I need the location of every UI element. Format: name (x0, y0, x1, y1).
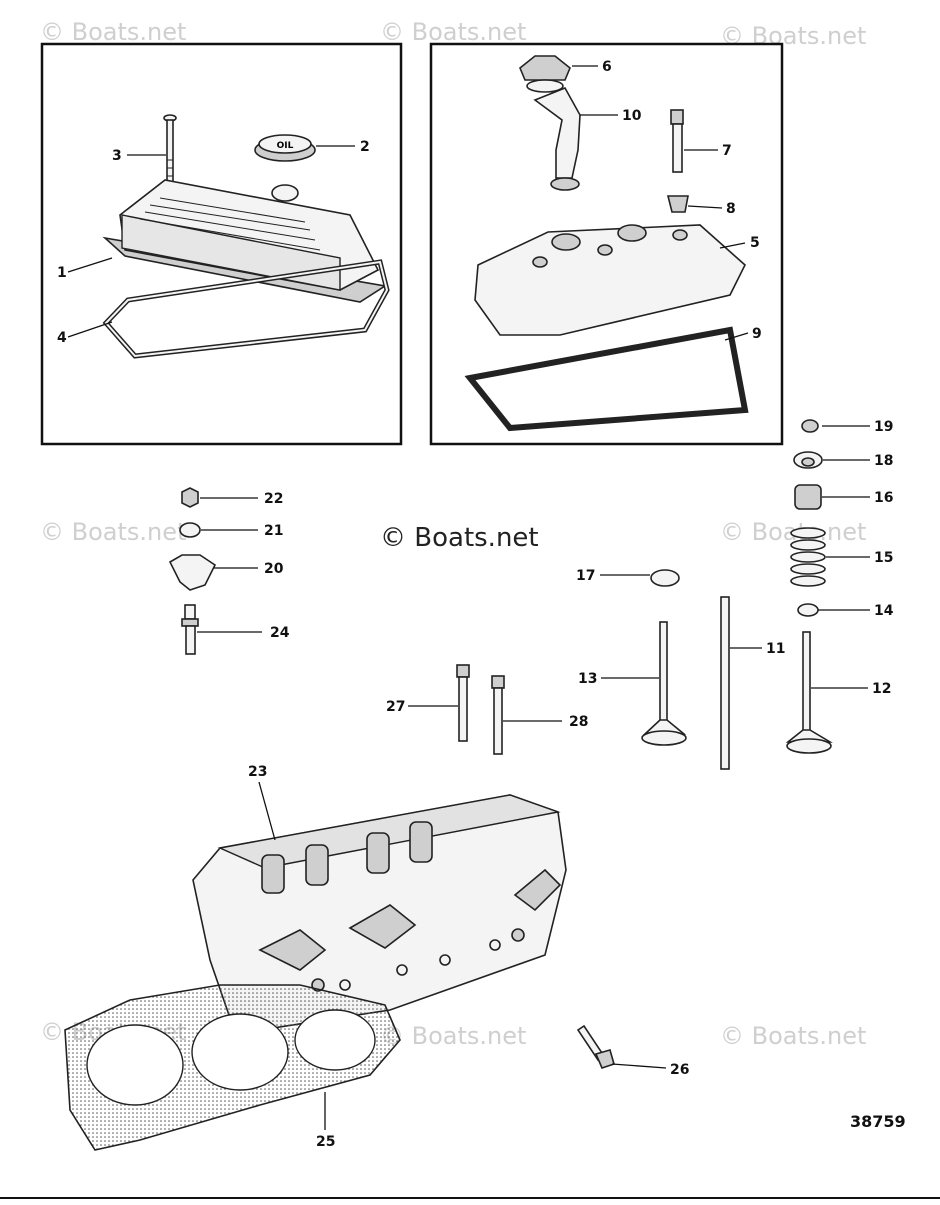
oil-cap-part-2: OIL (254, 134, 316, 162)
leader-lines (67, 65, 870, 1130)
callout-16: 16 (874, 490, 893, 506)
pushrod-part-11 (720, 596, 730, 770)
callout-27: 27 (386, 699, 405, 715)
right-frame (429, 42, 784, 446)
callout-7: 7 (722, 143, 732, 159)
callout-24: 24 (270, 625, 290, 641)
shield-part-16 (794, 484, 822, 510)
valve-cover-part-1 (102, 179, 388, 303)
watermark-bottom-right: © Boats.net (720, 1022, 866, 1050)
callout-5: 5 (750, 235, 760, 251)
head-gasket-part-25 (64, 984, 401, 1151)
stud-part-7 (670, 109, 684, 173)
callout-6: 6 (602, 59, 612, 75)
seal-part-14 (797, 603, 819, 617)
callout-23: 23 (248, 764, 267, 780)
callout-19: 19 (874, 419, 893, 435)
gasket-part-4 (102, 259, 390, 359)
stud-part-24 (181, 604, 199, 655)
callout-15: 15 (874, 550, 893, 566)
callout-21: 21 (264, 523, 283, 539)
cap-part-6 (519, 55, 571, 93)
callout-14: 14 (874, 603, 894, 619)
callouts: 3 2 1 4 6 10 7 8 5 9 19 18 16 15 14 12 1… (57, 59, 894, 1150)
valve-part-12 (785, 631, 833, 754)
bolt-part-28 (491, 675, 505, 755)
callout-9: 9 (752, 326, 762, 342)
spring-part-15 (790, 527, 826, 587)
callout-1: 1 (57, 265, 67, 281)
valve-cover-part-5 (474, 224, 746, 336)
rocker-part-20 (168, 554, 217, 591)
callout-28: 28 (569, 714, 588, 730)
watermark-top-right: © Boats.net (720, 22, 866, 50)
valve-springs (261, 821, 433, 894)
bolt-part-26 (576, 1024, 615, 1069)
retainer-part-18 (793, 451, 823, 469)
watermark-mid-left: © Boats.net (40, 518, 186, 546)
center-watermark: © Boats.net (380, 523, 539, 553)
callout-25: 25 (316, 1134, 335, 1150)
ball-part-21 (179, 522, 201, 538)
callout-22: 22 (264, 491, 283, 507)
gasket-part-9 (464, 326, 749, 432)
callout-26: 26 (670, 1062, 689, 1078)
ports (258, 868, 562, 971)
oil-cap-text: OIL (277, 141, 294, 151)
callout-8: 8 (726, 201, 736, 217)
callout-4: 4 (57, 330, 67, 346)
figure-number: 38759 (850, 1112, 906, 1131)
callout-11: 11 (766, 641, 785, 657)
valve-part-13 (641, 621, 687, 746)
watermark-bottom-center: © Boats.net (380, 1022, 526, 1050)
callout-13: 13 (578, 671, 597, 687)
callout-2: 2 (360, 139, 370, 155)
cylinder-head-part-23 (192, 794, 567, 1031)
callout-17: 17 (576, 568, 595, 584)
grommet-part-8 (666, 195, 689, 213)
callout-3: 3 (112, 148, 122, 164)
left-frame (40, 42, 403, 446)
callout-12: 12 (872, 681, 891, 697)
bolt-part-3 (163, 114, 177, 189)
callout-18: 18 (874, 453, 893, 469)
watermark-top-center: © Boats.net (380, 18, 526, 46)
retainer-part-17 (650, 569, 680, 587)
callout-10: 10 (622, 108, 642, 124)
bolt-part-27 (456, 664, 470, 742)
callout-20: 20 (264, 561, 284, 577)
valve-keeper-part-19 (801, 419, 819, 433)
watermark-top-left: © Boats.net (40, 18, 186, 46)
fill-tube-part-10 (533, 86, 581, 191)
nut-part-22 (181, 487, 199, 508)
